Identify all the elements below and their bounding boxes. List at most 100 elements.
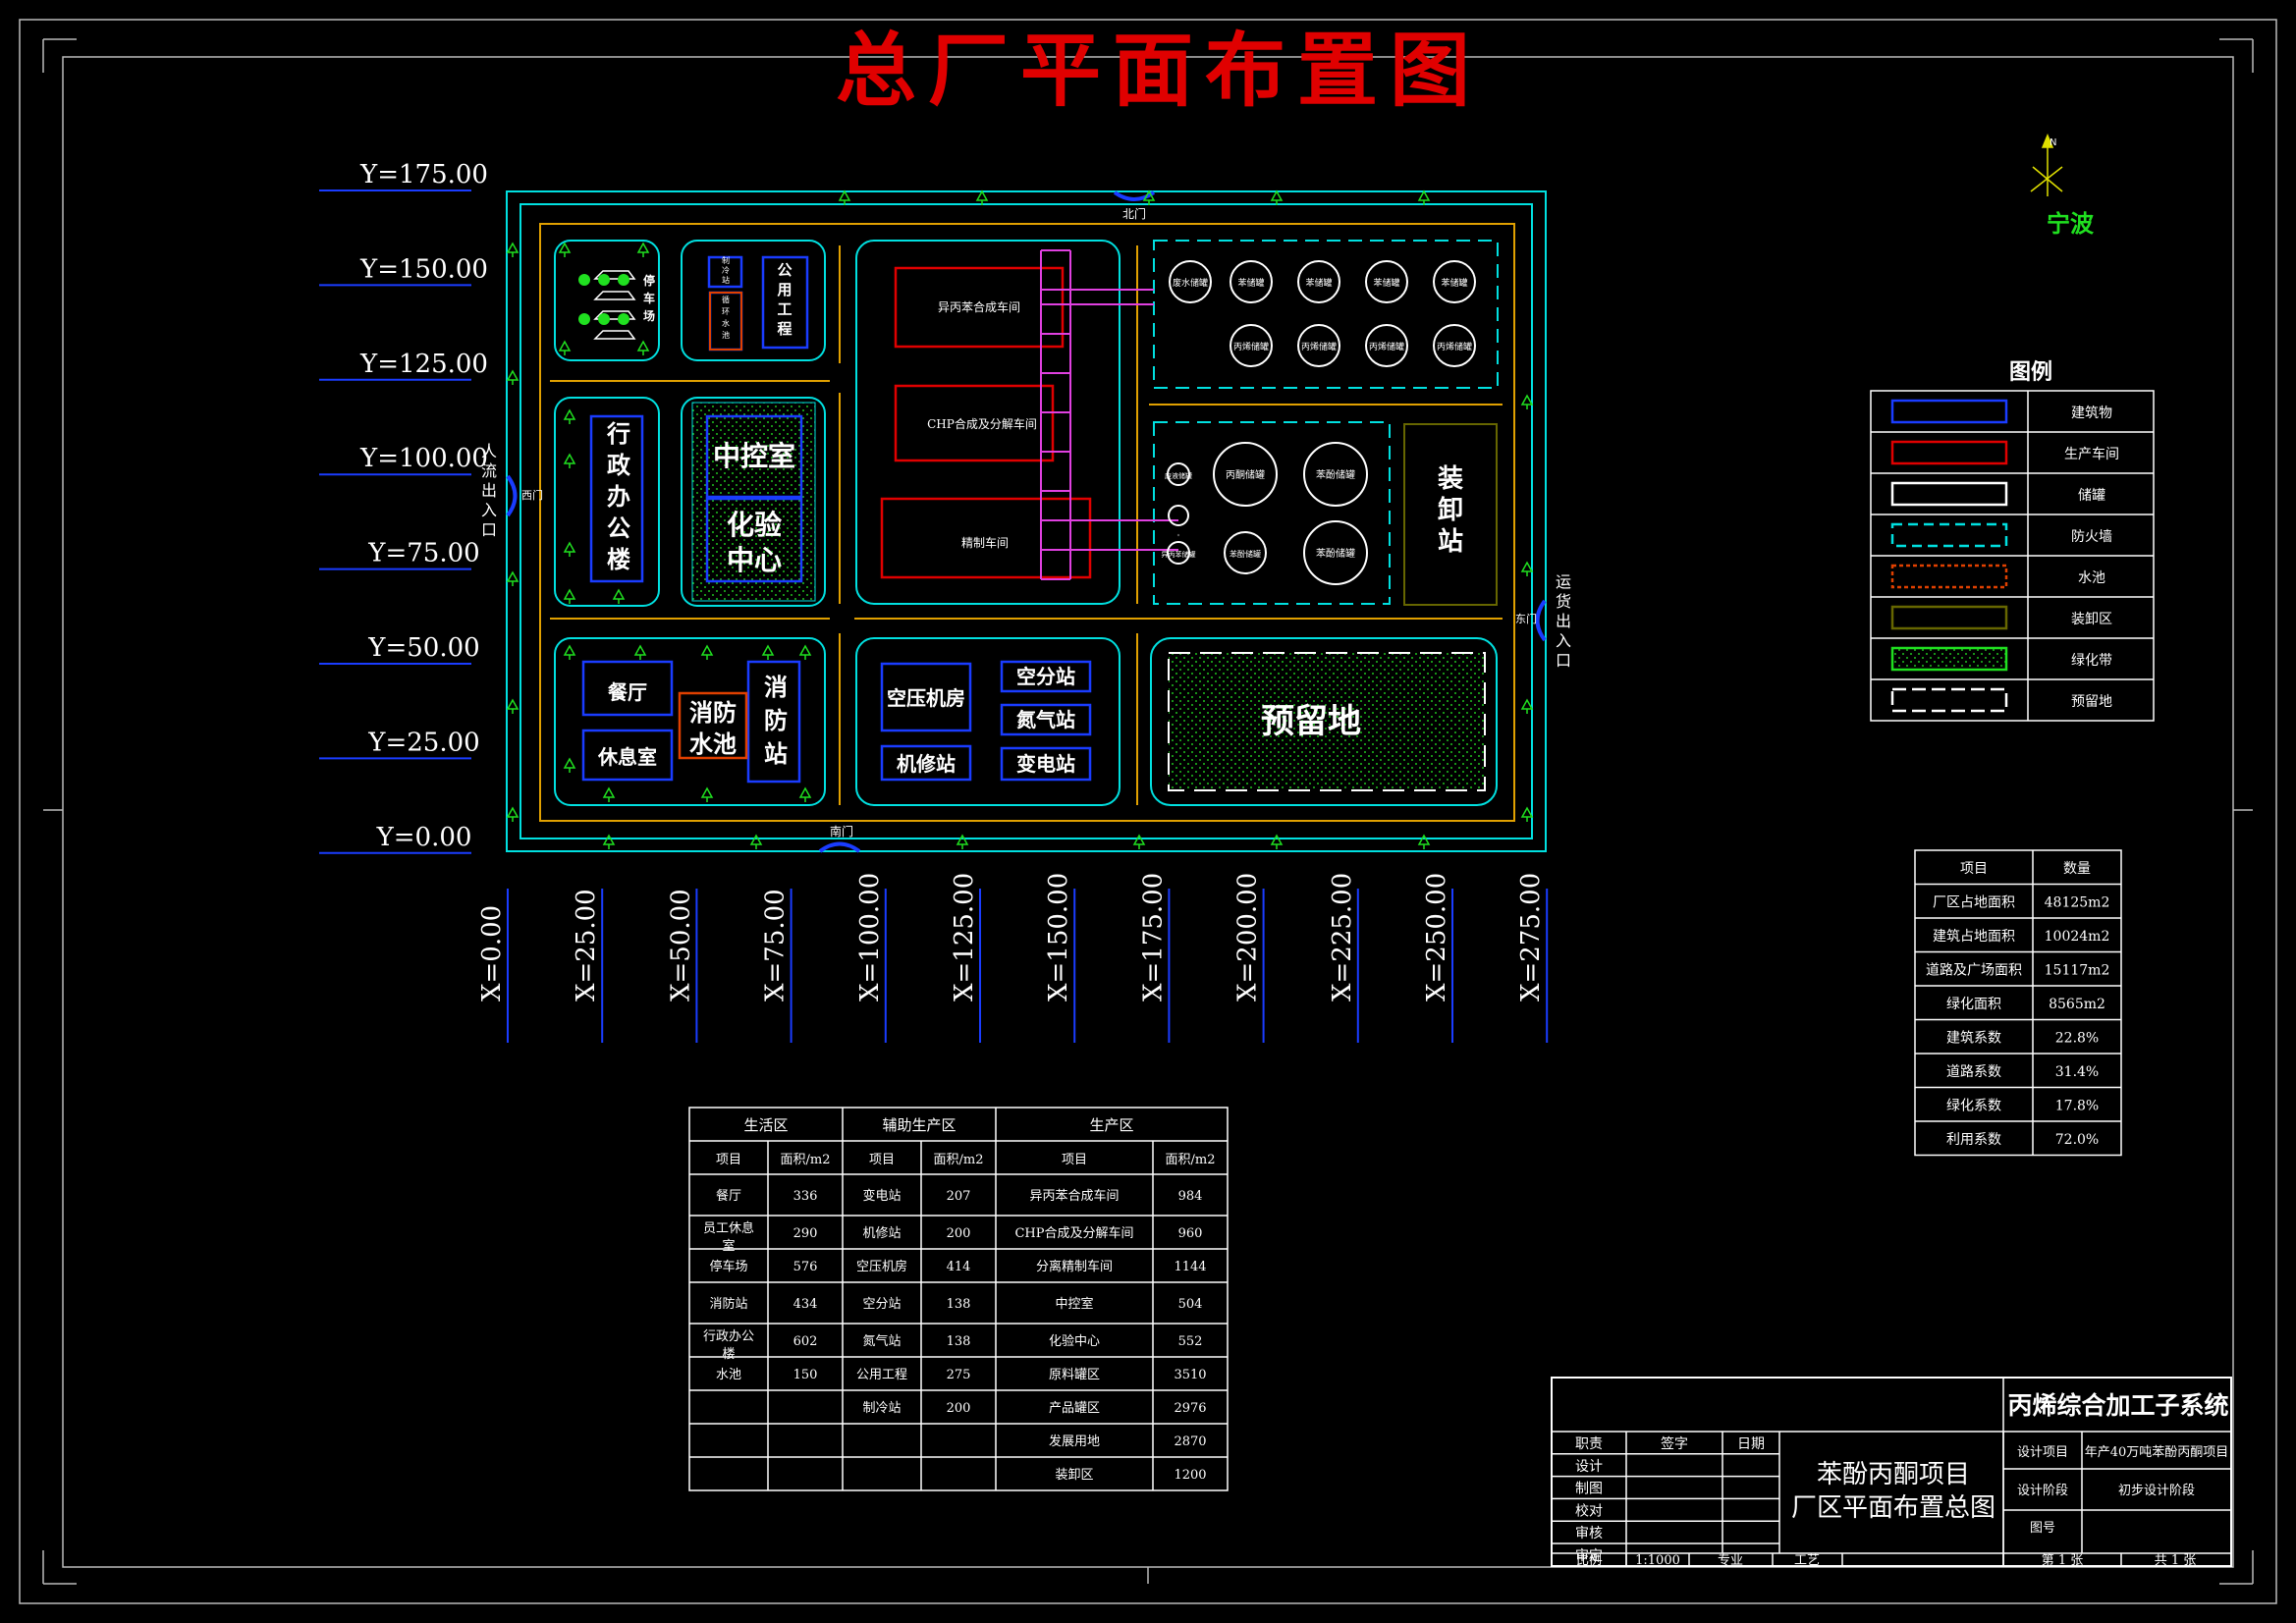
tree-icon [506,806,519,822]
stats-cell: 道路及广场面积 [1926,963,2022,979]
legend-swatch [1890,646,2008,672]
stats-cell: 72.0% [2055,1132,2099,1148]
stats-cell: 绿化系数 [1946,1099,2001,1114]
system-title: 丙烯综合加工子系统 [2007,1391,2228,1420]
roads [550,245,1503,805]
area-cell: 602 [793,1334,818,1349]
role-label: 校对 [1575,1502,1603,1519]
substation-label: 变电站 [1016,752,1075,776]
area-cell: 装卸区 [1055,1467,1093,1483]
x-axis-label: X=275.00 [1516,873,1546,1001]
area-cell: 变电站 [862,1188,901,1204]
area-subheader: 面积/m2 [1166,1153,1216,1167]
tree-icon [506,369,519,385]
shrub-icon [578,313,590,325]
tree-icon [1270,834,1284,849]
circulating-water-label: 循环水池 [722,295,730,340]
tank [1169,260,1212,303]
rest-room-label: 休息室 [597,745,657,769]
area-cell: 制冷站 [862,1401,901,1416]
tree-icon [1417,189,1431,205]
y-axis-label: Y=150.00 [359,254,488,284]
gate-west-icon [506,474,518,517]
area-cell: CHP合成及分解车间 [1014,1225,1133,1241]
tree-icon [1520,806,1534,822]
role-label: 审核 [1575,1526,1603,1542]
legend-swatch [1890,522,2008,548]
area-cell: 消防站 [709,1296,747,1312]
area-cell: 960 [1178,1226,1203,1241]
tree-icon [633,644,647,660]
y-axis-label: Y=100.00 [359,444,488,473]
tank [1303,442,1368,507]
legend-swatch [1890,605,2008,630]
green-belts [691,402,1486,791]
title-block-footer-cell: 第 1 张 [2042,1553,2084,1568]
reserve-label: 预留地 [1261,702,1361,741]
tank [1297,324,1340,367]
tree-icon [700,644,714,660]
tank-label: 废水储罐 [1173,277,1208,289]
nitrogen-label: 氮气站 [1016,708,1075,731]
buildings [581,255,1092,784]
tree-icon [798,644,812,660]
tree-icon [506,242,519,257]
car-icon [593,291,636,300]
north-arrow-icon [2030,134,2063,196]
loading-label: 装卸站 [1438,464,1463,557]
y-axis-label: Y=75.00 [367,539,479,568]
area-cell: 异丙苯合成车间 [1029,1188,1119,1204]
tree-icon [563,408,576,424]
pipe-rack [1040,249,1178,580]
page-title: 总厂平面布置图 [836,24,1482,118]
title-block: 丙烯综合加工子系统职责设计制图校对审核审定签字日期苯酚丙酮项目厂区平面布置总图设… [1551,1377,2232,1568]
stats-cell: 31.4% [2055,1064,2099,1080]
area-group-header: 辅助生产区 [882,1116,956,1134]
area-cell: 原料罐区 [1049,1368,1100,1382]
tree-icon [838,189,851,205]
legend-label: 生产车间 [2064,446,2119,462]
title-block-footer-cell: 共 1 张 [2155,1553,2197,1568]
area-cell: 336 [793,1189,818,1204]
gate-south-icon [818,841,861,853]
stats-cell: 利用系数 [1946,1132,2001,1148]
tank-label: 苯储罐 [1305,277,1332,289]
shrub-icon [578,274,590,286]
stats-cell: 数量 [2063,861,2091,877]
tree-icon [1132,834,1146,849]
tank [1230,324,1273,367]
area-cell: 504 [1178,1297,1203,1312]
gate-east-label: 东门 [1515,612,1537,625]
lab-label: 化验中心 [727,509,782,576]
fire-walls [1153,240,1499,605]
area-cell: 化验中心 [1049,1333,1100,1349]
tank [1433,324,1476,367]
date-label: 日期 [1737,1436,1765,1452]
tree-icon [506,570,519,586]
area-cell: 公用工程 [856,1368,907,1382]
tree-icon [602,834,616,849]
role-label: 审定 [1575,1548,1603,1564]
area-cell: 中控室 [1055,1296,1093,1312]
area-subheader: 面积/m2 [934,1153,984,1167]
stats-cell: 48125m2 [2045,895,2110,911]
tree-icon [506,698,519,714]
area-subheader: 项目 [716,1153,741,1167]
cargo-entrance-label: 运货出入口 [1556,572,1571,670]
gate-west-label: 西门 [521,488,543,502]
tank [1167,462,1190,486]
legend-label: 装卸区 [2071,612,2112,627]
area-cell: 停车场 [709,1259,747,1274]
legend-label: 预留地 [2071,694,2112,710]
tank [1365,260,1408,303]
tree-icon [558,242,572,257]
tree-icon [1520,394,1534,409]
stats-cell: 厂区占地面积 [1933,895,2015,911]
area-cell: 1144 [1174,1260,1206,1274]
stats-cell: 道路系数 [1946,1064,2001,1080]
tank-farm: 废水储罐苯储罐苯储罐苯储罐苯储罐丙烯储罐丙烯储罐丙烯储罐丙烯储罐丙酮储罐苯酚储罐… [1162,260,1476,585]
stats-cell: 8565m2 [2049,997,2105,1012]
